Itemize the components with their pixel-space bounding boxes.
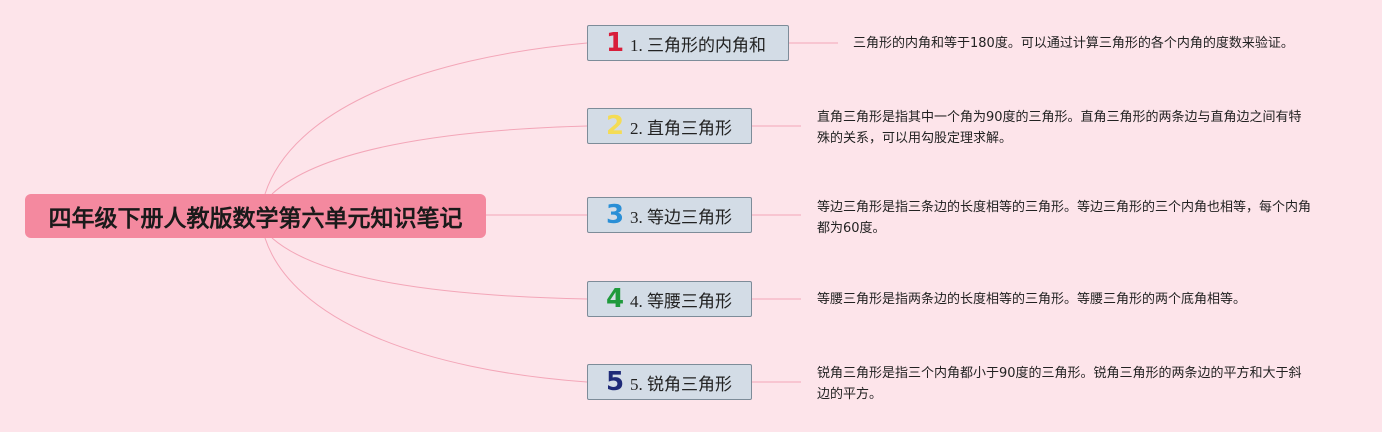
number-marker-3-icon: 3 (605, 200, 625, 230)
topic-4-label: 4. 等腰三角形 (630, 291, 732, 311)
topic-4[interactable]: 4 4. 等腰三角形 (587, 281, 752, 317)
number-marker-2-icon: 2 (605, 111, 625, 141)
topic-1-note: 三角形的内角和等于180度。可以通过计算三角形的各个内角的度数来验证。 (853, 36, 1294, 51)
branch-connector-4 (271, 237, 588, 300)
topic-3-label: 3. 等边三角形 (630, 207, 732, 227)
root-title: 四年级下册人教版数学第六单元知识笔记 (48, 206, 463, 232)
topic-3-note: 等边三角形是指三条边的长度相等的三角形。等边三角形的三个内角也相等，每个内角都为… (817, 200, 1312, 236)
branch-connector-1 (264, 42, 588, 195)
topic-5-note: 锐角三角形是指三个内角都小于90度的三角形。锐角三角形的两条边的平方和大于斜边的… (817, 366, 1302, 402)
topic-4-note: 等腰三角形是指两条边的长度相等的三角形。等腰三角形的两个底角相等。 (817, 292, 1247, 307)
topic-1[interactable]: 1 1. 三角形的内角和 (587, 25, 789, 61)
topic-2-label: 2. 直角三角形 (630, 118, 732, 138)
branch-connector-2 (271, 125, 588, 195)
number-marker-4-icon: 4 (605, 284, 625, 314)
number-marker-1-icon: 1 (605, 28, 625, 58)
topic-5-label: 5. 锐角三角形 (630, 374, 732, 394)
topic-1-label: 1. 三角形的内角和 (630, 35, 766, 55)
topic-2-note: 直角三角形是指其中一个角为90度的三角形。直角三角形的两条边与直角边之间有特殊的… (817, 110, 1302, 146)
topic-2[interactable]: 2 2. 直角三角形 (587, 108, 752, 144)
topic-5[interactable]: 5 5. 锐角三角形 (587, 364, 752, 400)
number-marker-5-icon: 5 (605, 367, 625, 397)
root-topic[interactable]: 四年级下册人教版数学第六单元知识笔记 (25, 194, 486, 238)
branch-connector-5 (264, 237, 588, 383)
topic-3[interactable]: 3 3. 等边三角形 (587, 197, 752, 233)
